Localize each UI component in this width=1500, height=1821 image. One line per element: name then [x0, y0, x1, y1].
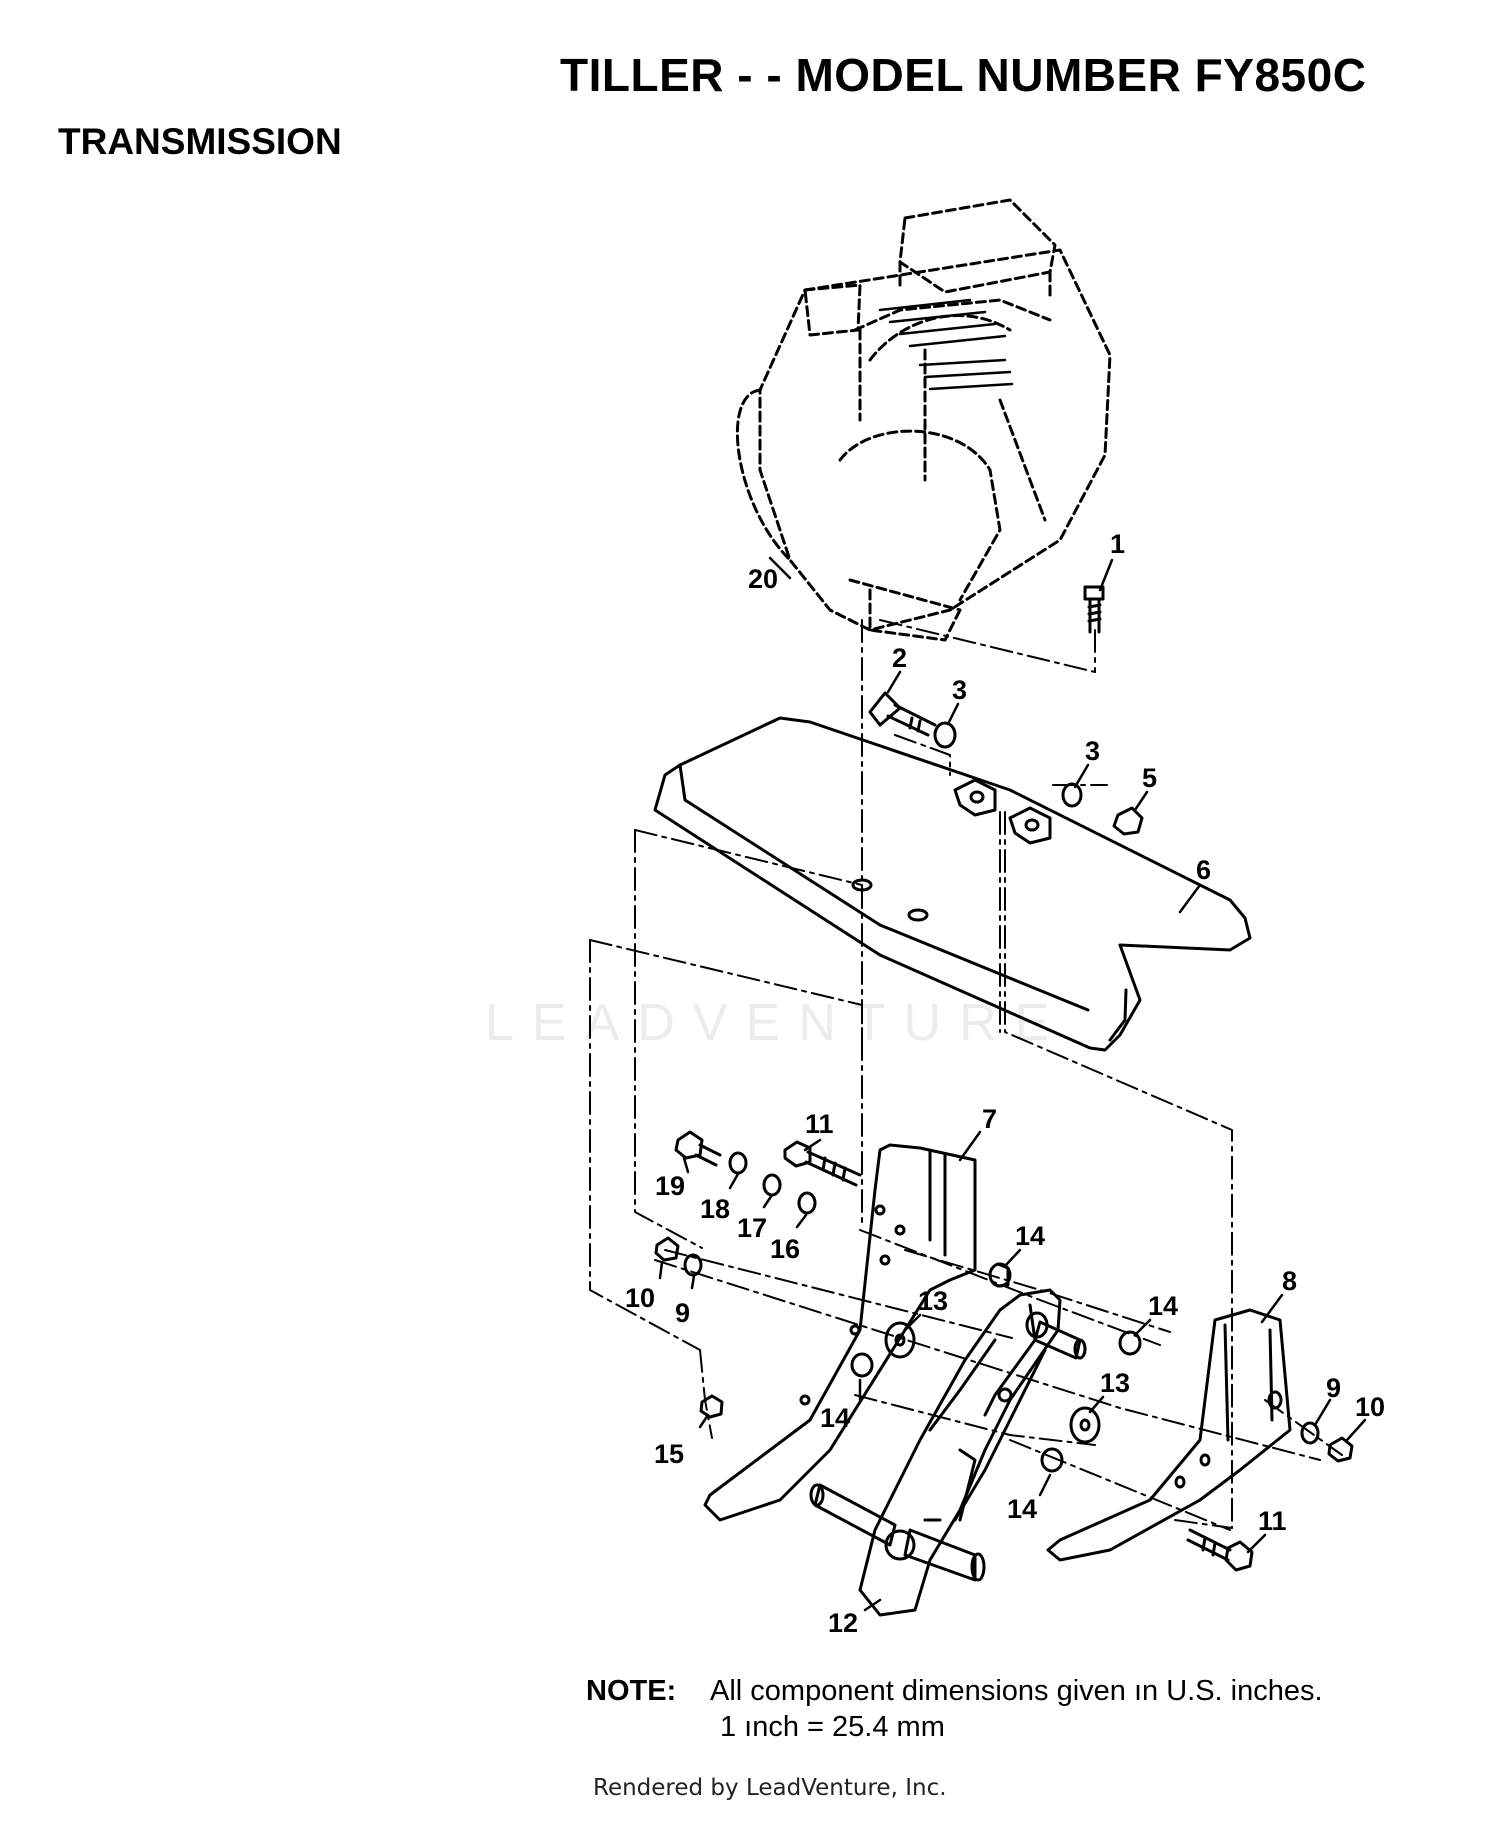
transmission-housing-12 — [858, 1288, 1062, 1617]
callout-20: 20 — [748, 564, 778, 594]
callout-15: 15 — [654, 1439, 684, 1469]
spacer-14-a — [988, 1262, 1012, 1288]
shield-bracket-left — [953, 778, 997, 817]
callout-14-c: 14 — [820, 1403, 850, 1433]
callout-14-b: 14 — [1148, 1291, 1178, 1321]
alignment-lines — [589, 619, 1343, 1531]
bolt-2 — [868, 691, 957, 749]
nut-5 — [1112, 806, 1144, 836]
callout-14-d: 14 — [1007, 1494, 1037, 1524]
bolt-11-b — [1186, 1528, 1254, 1572]
callout-5: 5 — [1142, 763, 1157, 793]
callout-10-a: 10 — [625, 1283, 655, 1313]
callout-9-b: 9 — [1326, 1373, 1341, 1403]
note-text-2: 1 ınch = 25.4 mm — [720, 1711, 945, 1743]
callout-17: 17 — [737, 1213, 767, 1243]
nut-15 — [699, 1394, 724, 1419]
callout-10-b: 10 — [1355, 1392, 1385, 1422]
callout-9-a: 9 — [675, 1298, 690, 1328]
washer-3 — [1061, 782, 1083, 808]
callout-3-b: 3 — [1085, 736, 1100, 766]
leader-lines — [658, 556, 1367, 1612]
section-title: TRANSMISSION — [58, 121, 342, 162]
callout-1: 1 — [1110, 529, 1125, 559]
right-bracket-8 — [1046, 1308, 1292, 1562]
nut-10-b — [1327, 1436, 1354, 1463]
tine-shaft — [809, 1483, 986, 1582]
engine-fins — [878, 298, 1014, 391]
washer-9-a — [683, 1253, 703, 1277]
callout-8: 8 — [1282, 1266, 1297, 1296]
callout-19: 19 — [655, 1171, 685, 1201]
note-label: NOTE: — [586, 1675, 677, 1707]
callout-2: 2 — [892, 643, 907, 673]
spacer-14-d — [1040, 1447, 1064, 1473]
callout-14-a: 14 — [1015, 1221, 1045, 1251]
bolt-19 — [674, 1130, 722, 1167]
washer-13-b — [1069, 1406, 1101, 1444]
render-credit: Rendered by LeadVenture, Inc. — [593, 1775, 947, 1801]
shield-bracket-right — [1008, 806, 1052, 845]
tine-shield — [653, 716, 1252, 1052]
note-block: NOTE: All component dimensions given ın U… — [586, 1673, 1323, 1745]
spacer-14-b — [1118, 1330, 1142, 1356]
watermark-text: LEADVENTURE — [485, 994, 1068, 1052]
callout-11-b: 11 — [1258, 1506, 1287, 1536]
washer-9-b — [1300, 1421, 1320, 1445]
input-shaft — [1025, 1311, 1087, 1360]
callout-6: 6 — [1196, 855, 1211, 885]
callout-18: 18 — [700, 1194, 730, 1224]
callout-7: 7 — [982, 1104, 997, 1134]
spacer-14-c — [850, 1352, 874, 1378]
callout-11-a: 11 — [805, 1109, 834, 1139]
note-line-1: NOTE: All component dimensions given ın U… — [586, 1673, 1323, 1709]
washer-13-a — [884, 1321, 916, 1359]
callout-13-a: 13 — [918, 1286, 948, 1316]
callout-3-a: 3 — [952, 675, 967, 705]
callout-16: 16 — [770, 1234, 800, 1264]
callout-labels: 1 2 3 3 5 6 7 8 9 9 10 10 11 11 12 13 13… — [625, 529, 1385, 1638]
bolt-1 — [1083, 585, 1105, 634]
page-title: TILLER - - MODEL NUMBER FY850C — [560, 49, 1367, 101]
callout-12: 12 — [828, 1608, 858, 1638]
nut-10-a — [654, 1236, 680, 1262]
note-text-1: All component dimensions given ın U.S. i… — [710, 1675, 1323, 1707]
washer-17 — [762, 1173, 782, 1197]
washer-18 — [728, 1151, 748, 1175]
washer-16 — [797, 1191, 817, 1215]
left-bracket-7 — [703, 1143, 977, 1522]
engine — [735, 198, 1112, 642]
bolt-11-a — [783, 1140, 862, 1187]
callout-13-b: 13 — [1100, 1368, 1130, 1398]
